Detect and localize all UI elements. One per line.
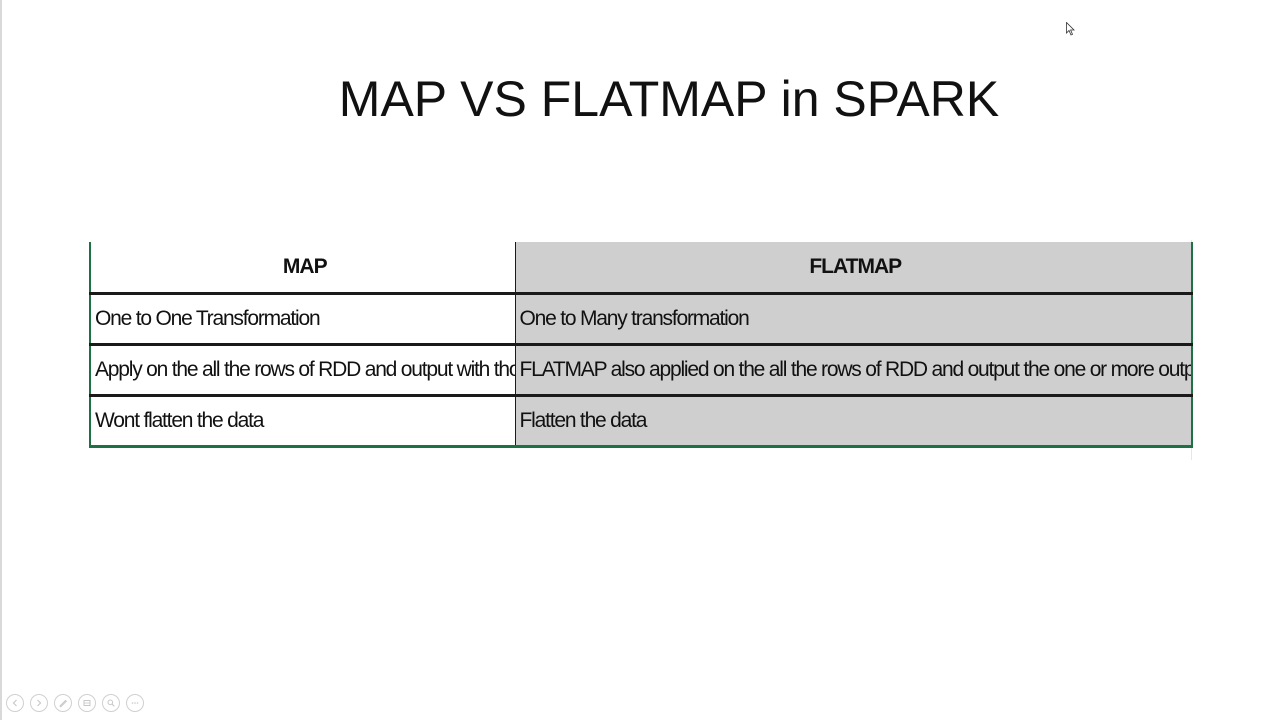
- zoom-icon[interactable]: [102, 694, 120, 712]
- pen-icon[interactable]: [54, 694, 72, 712]
- table-cell[interactable]: One to One Transformation: [89, 293, 515, 346]
- mouse-pointer-icon: [1066, 21, 1076, 36]
- comparison-table: MAP FLATMAP One to One Transformation On…: [89, 242, 1193, 448]
- table-cell[interactable]: Wont flatten the data: [89, 395, 515, 448]
- presentation-toolbar: [6, 694, 144, 714]
- header-map[interactable]: MAP: [89, 242, 515, 295]
- table-header-row: MAP FLATMAP: [89, 242, 1193, 295]
- previous-icon[interactable]: [6, 694, 24, 712]
- table-row: Wont flatten the data Flatten the data: [89, 395, 1193, 448]
- table-row: One to One Transformation One to Many tr…: [89, 293, 1193, 346]
- next-icon[interactable]: [30, 694, 48, 712]
- table-cell[interactable]: FLATMAP also applied on the all the rows…: [514, 344, 1193, 397]
- slide-title: MAP VS FLATMAP in SPARK: [338, 71, 1000, 127]
- comparison-table-container: MAP FLATMAP One to One Transformation On…: [89, 242, 1193, 452]
- table-cell[interactable]: One to Many transformation: [514, 293, 1193, 346]
- table-row: Apply on the all the rows of RDD and out…: [89, 344, 1193, 397]
- slide-edge: [0, 0, 2, 720]
- table-cell[interactable]: Apply on the all the rows of RDD and out…: [89, 344, 515, 397]
- slides-icon[interactable]: [78, 694, 96, 712]
- more-icon[interactable]: [126, 694, 144, 712]
- table-cell[interactable]: Flatten the data: [514, 395, 1193, 448]
- header-flatmap[interactable]: FLATMAP: [514, 242, 1193, 295]
